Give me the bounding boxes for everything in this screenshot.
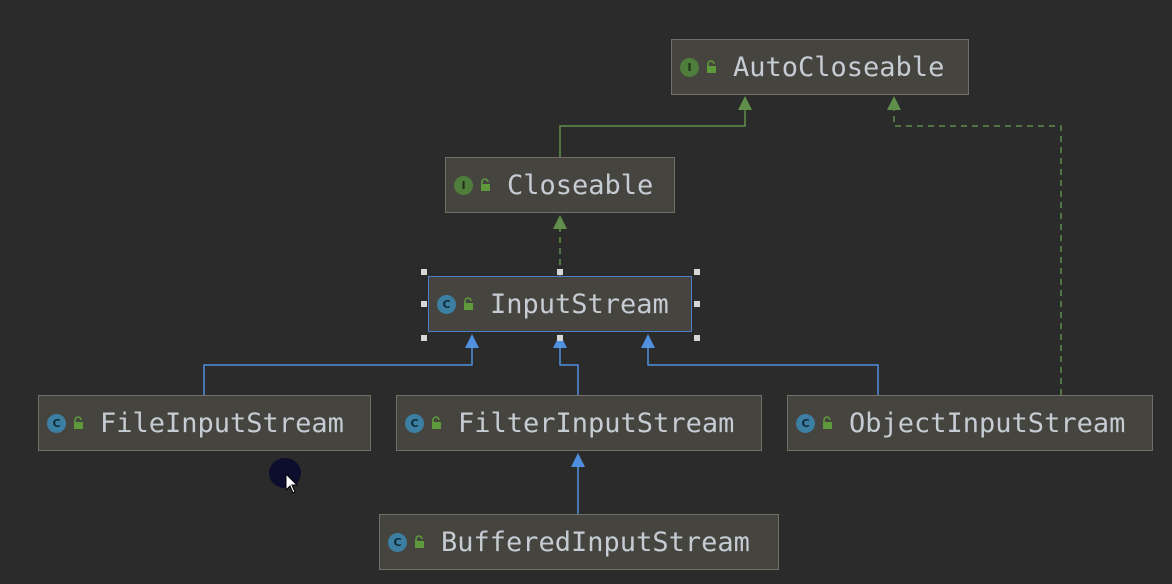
selection-handle-top-right[interactable]: [694, 269, 700, 275]
selection-handle-bottom-left[interactable]: [421, 335, 427, 341]
class-icon: C: [405, 413, 424, 433]
selection-handle-bottom-right[interactable]: [694, 335, 700, 341]
interface-icon: I: [680, 57, 699, 77]
lock-open-icon: [707, 60, 716, 73]
lock-open-icon: [432, 416, 441, 429]
node-label: ObjectInputStream: [849, 407, 1126, 439]
selection-handle-bottom[interactable]: [557, 335, 563, 341]
class-icon: C: [47, 413, 66, 433]
class-icon: C: [388, 532, 407, 552]
node-fileinputstream[interactable]: C FileInputStream: [38, 395, 371, 451]
node-autocloseable[interactable]: I AutoCloseable: [671, 39, 969, 95]
node-label: AutoCloseable: [733, 51, 945, 83]
node-label: BufferedInputStream: [441, 526, 750, 558]
selection-handle-top-left[interactable]: [421, 269, 427, 275]
interface-icon: I: [454, 175, 473, 195]
node-label: FilterInputStream: [458, 407, 735, 439]
lock-open-icon: [464, 297, 473, 310]
arrowhead-fileinputstream-to-inputstream: [465, 334, 479, 348]
class-icon: C: [437, 294, 456, 314]
selection-handle-left[interactable]: [421, 301, 427, 307]
node-inputstream[interactable]: C InputStream: [428, 276, 692, 332]
node-bufferedinputstream[interactable]: C BufferedInputStream: [379, 514, 779, 570]
selection-handle-top[interactable]: [557, 269, 563, 275]
arrowhead-objectinputstream-to-inputstream: [641, 334, 655, 348]
node-closeable[interactable]: I Closeable: [445, 157, 675, 213]
node-objectinputstream[interactable]: C ObjectInputStream: [787, 395, 1153, 451]
node-filterinputstream[interactable]: C FilterInputStream: [396, 395, 762, 451]
node-label: FileInputStream: [100, 407, 344, 439]
lock-open-icon: [481, 178, 490, 191]
arrowhead-objectinputstream-to-autocloseable: [887, 96, 901, 110]
node-label: Closeable: [507, 169, 654, 201]
edge-objectinputstream-to-autocloseable: [893, 108, 1062, 395]
lock-open-icon: [823, 416, 832, 429]
arrowhead-filterinputstream-to-inputstream: [553, 334, 567, 348]
lock-open-icon: [74, 416, 83, 429]
selection-handle-right[interactable]: [694, 301, 700, 307]
node-label: InputStream: [490, 288, 669, 320]
edge-objectinputstream-to-inputstream: [647, 346, 879, 395]
lock-open-icon: [415, 535, 424, 548]
class-icon: C: [796, 413, 815, 433]
edge-closeable-to-autocloseable: [559, 108, 746, 157]
edge-fileinputstream-to-inputstream: [203, 346, 473, 395]
edge-filterinputstream-to-inputstream: [559, 346, 579, 395]
arrowhead-closeable-to-autocloseable: [738, 96, 752, 110]
arrowhead-inputstream-to-closeable: [553, 215, 567, 229]
arrowhead-bufferedinputstream-to-filterinputstream: [571, 453, 585, 467]
mouse-cursor-icon: [269, 458, 301, 494]
